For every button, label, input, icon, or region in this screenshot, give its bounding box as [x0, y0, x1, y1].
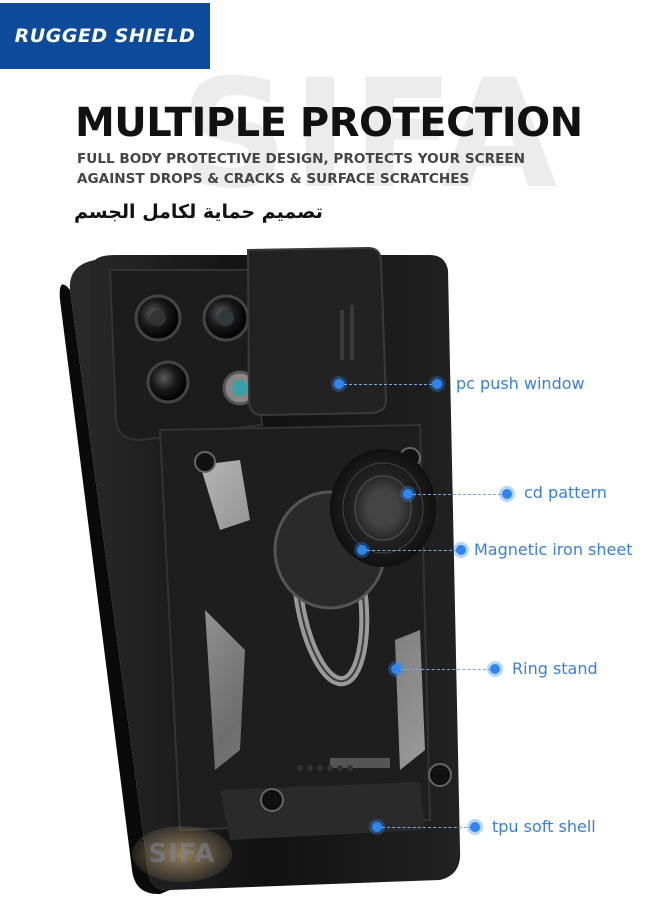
- badge-text: RUGGED SHIELD: [14, 25, 196, 47]
- phone-case-illustration: [59, 246, 461, 895]
- camera-lens-3: [146, 360, 190, 404]
- subtitle-line-1: FULL BODY PROTECTIVE DESIGN, PROTECTS YO…: [77, 151, 526, 167]
- subtitle-line-2: AGAINST DROPS & CRACKS & SURFACE SCRATCH…: [77, 171, 470, 187]
- camera-module: [108, 269, 264, 442]
- label-ring-stand: Ring stand: [512, 659, 598, 678]
- logo-text: SIFA: [148, 839, 216, 869]
- bottom-grille: [297, 765, 353, 771]
- case-side-edge: [59, 284, 170, 895]
- page-title: MULTIPLE PROTECTION: [75, 100, 583, 146]
- background-watermark: SIFA: [180, 48, 562, 222]
- sifa-logo: SIFA: [132, 826, 232, 882]
- label-tpu-soft-shell: tpu soft shell: [492, 817, 596, 836]
- label-magnetic-iron-sheet: Magnetic iron sheet: [474, 540, 633, 559]
- label-cd-pattern: cd pattern: [524, 483, 607, 502]
- push-window-slider: [246, 246, 388, 417]
- brand-badge: RUGGED SHIELD: [0, 3, 210, 69]
- arabic-subtitle: تصميم حماية لكامل الجسم: [74, 201, 323, 223]
- label-pc-push-window: pc push window: [456, 374, 585, 393]
